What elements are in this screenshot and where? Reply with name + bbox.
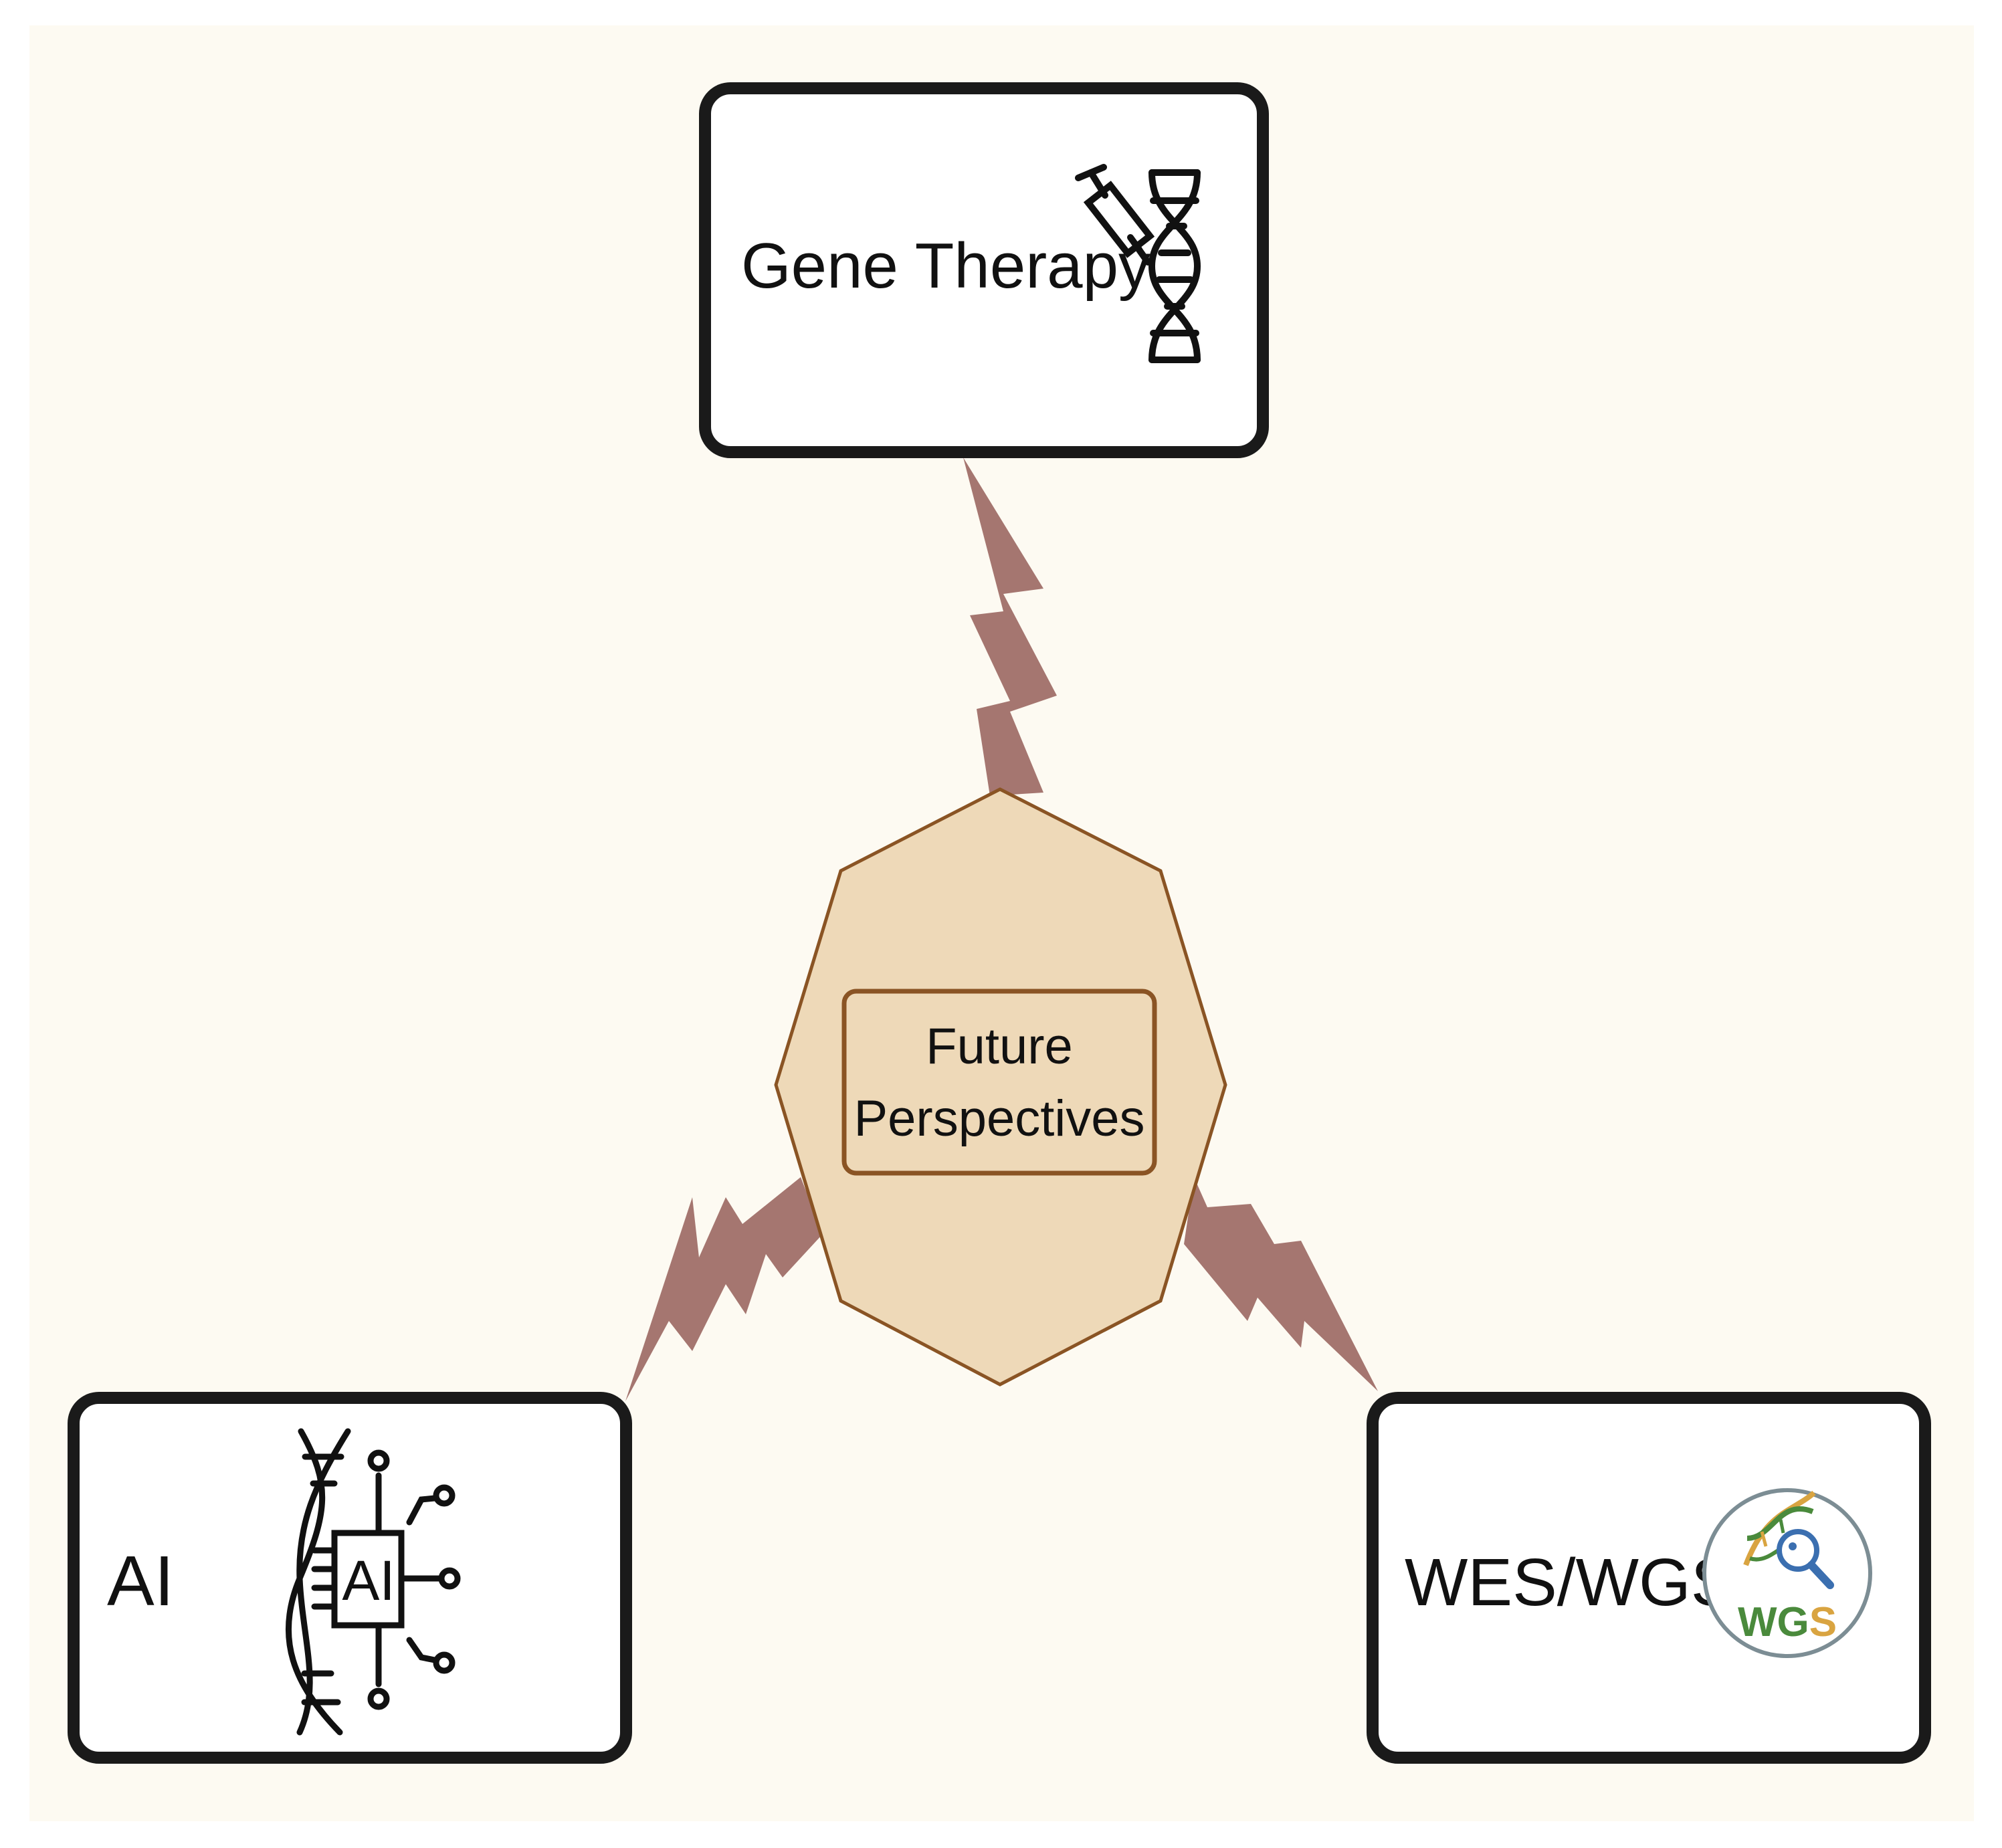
connector-bolt-left xyxy=(625,1177,823,1401)
wes-wgs-label: WES/WGS xyxy=(1405,1545,1735,1620)
gene-therapy-label: Gene Therapy xyxy=(741,230,1150,302)
node-ai: AI AI xyxy=(68,1392,632,1764)
gene-therapy-box xyxy=(699,82,1269,458)
ai-chip-text: AI xyxy=(342,1549,395,1612)
center-label-line1: Future xyxy=(926,1018,1073,1075)
connector-bolt-top xyxy=(963,457,1057,796)
node-wes-wgs: WES/WGS WGS xyxy=(1367,1392,1931,1764)
syringe-dna-icon xyxy=(1075,164,1201,363)
wgs-badge-icon xyxy=(1702,1488,1872,1658)
ai-label: AI xyxy=(107,1542,174,1621)
wgs-badge-text: WGS xyxy=(1738,1599,1837,1645)
ai-box xyxy=(68,1392,632,1764)
wes-wgs-box xyxy=(1367,1392,1931,1764)
center-label-box xyxy=(841,989,1157,1176)
node-gene-therapy: Gene Therapy xyxy=(699,82,1269,458)
connector-bolt-right xyxy=(1184,1177,1378,1391)
ai-dna-chip-icon xyxy=(285,1428,461,1736)
center-label-line2: Perspectives xyxy=(854,1090,1144,1147)
